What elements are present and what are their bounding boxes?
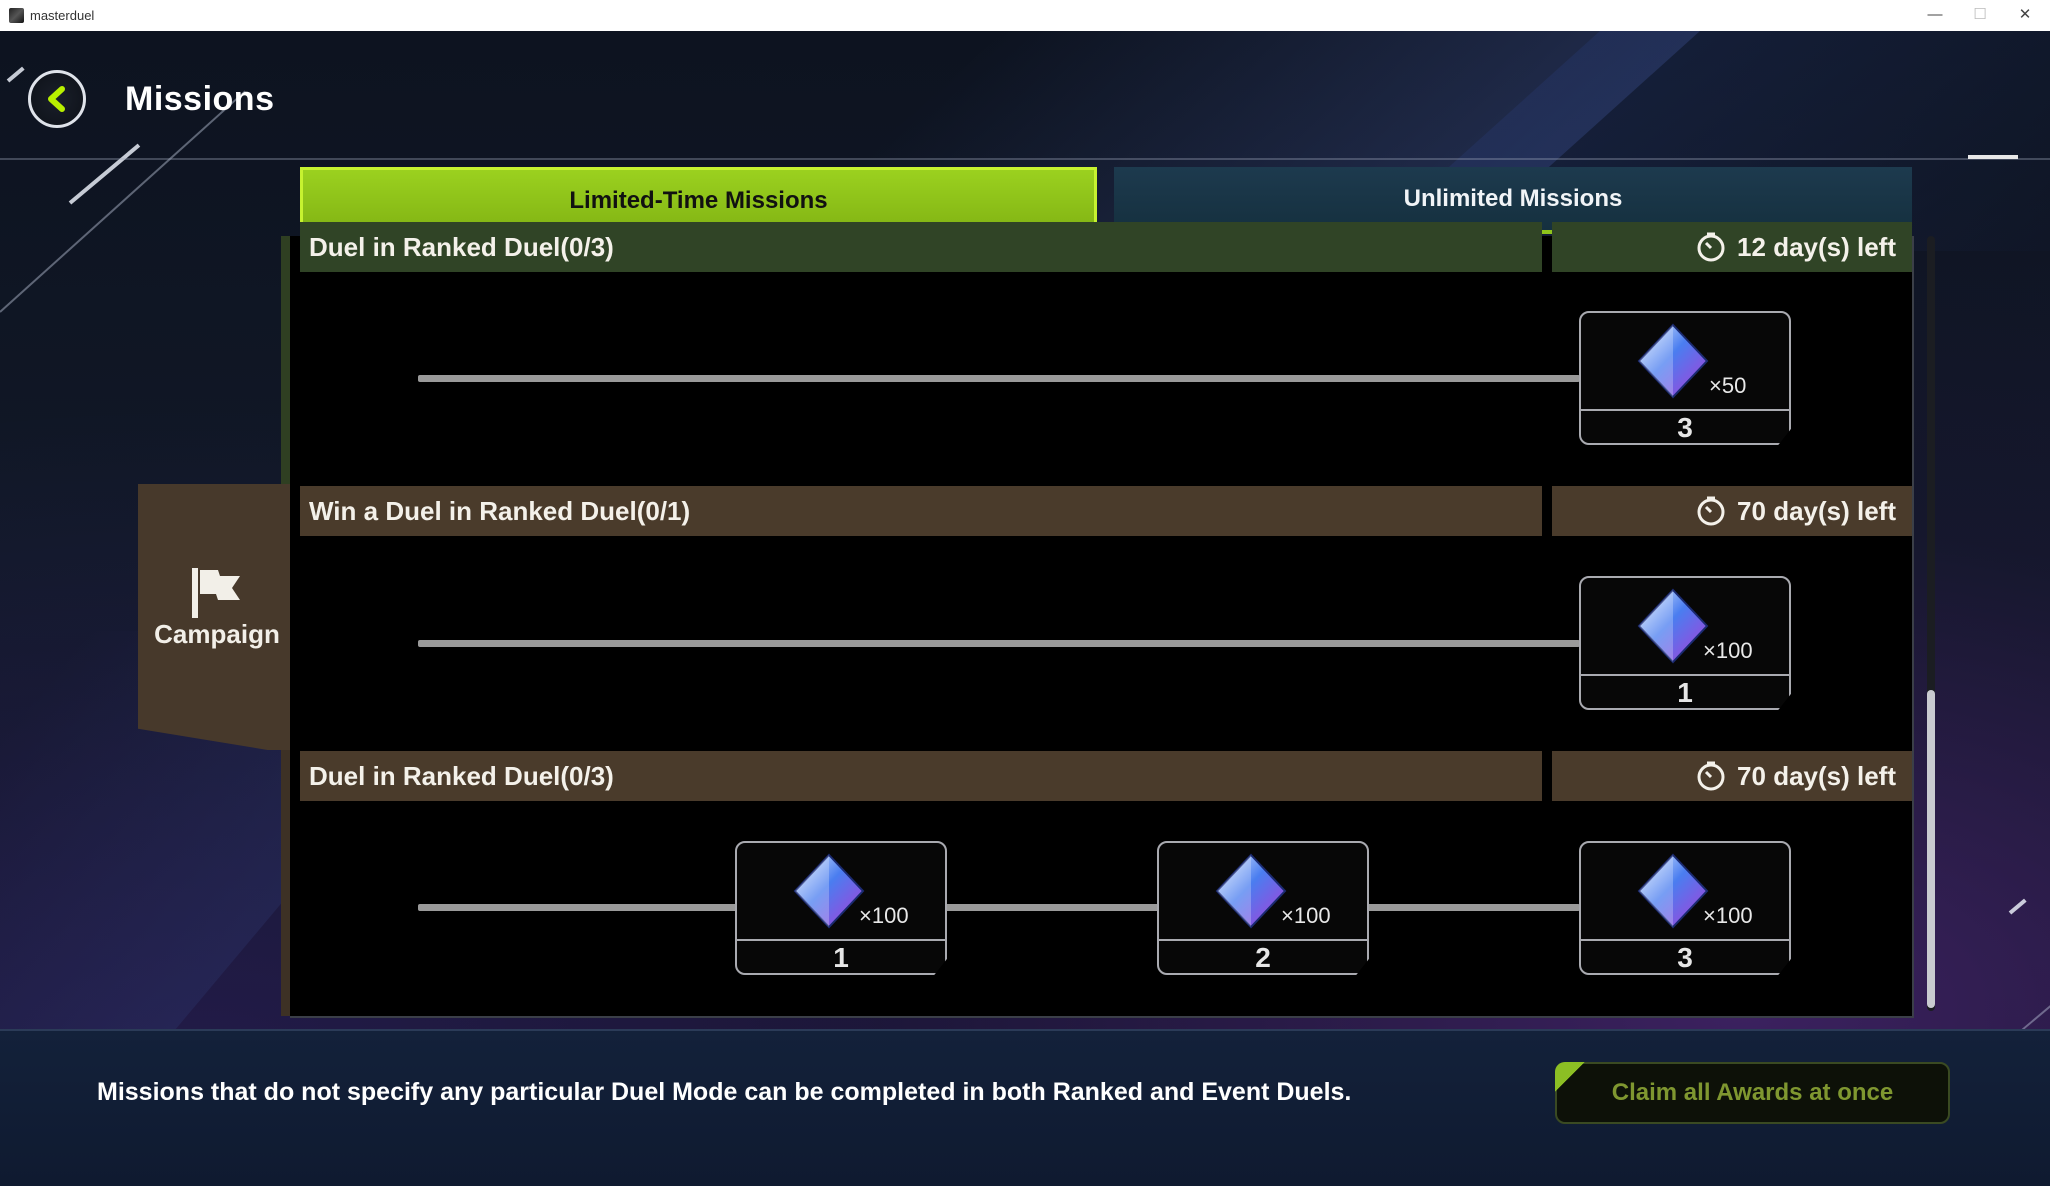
decor-line [6,66,25,83]
reward-divider [1581,939,1789,941]
scrollbar-thumb[interactable] [1927,690,1935,1008]
gem-icon [1637,853,1709,929]
window-titlebar: masterduel — ☐ ✕ [0,0,2050,32]
gem-icon [793,853,865,929]
reward-quantity: ×100 [859,903,909,928]
progress-track [418,640,1580,647]
reward-step: 1 [1677,677,1693,708]
back-button[interactable] [28,70,86,128]
reward-card[interactable]: ×100 3 [1579,841,1791,975]
reward-quantity: ×100 [1703,903,1753,928]
mission-time-left: 70 day(s) left [1552,486,1912,536]
reward-step: 3 [1677,942,1693,973]
claim-button-accent [1555,1062,1585,1092]
reward-card[interactable]: ×50 3 [1579,311,1791,445]
mission-title: Duel in Ranked Duel(0/3) [309,231,614,262]
category-rail [281,484,291,1016]
timer-icon [1697,496,1725,526]
mission-time-left: 12 day(s) left [1552,222,1912,272]
reward-card[interactable]: ×100 2 [1157,841,1369,975]
window-title: masterduel [30,8,95,23]
decor-line [2008,898,2027,915]
mission-header: Duel in Ranked Duel(0/3) [300,751,1542,801]
decor-line [0,90,246,313]
reward-step: 2 [1255,942,1271,973]
reward-quantity: ×50 [1709,373,1747,398]
mission-time-left: 70 day(s) left [1552,751,1912,801]
chevron-left-icon [48,86,65,112]
mission-title: Duel in Ranked Duel(0/3) [309,760,614,791]
reward-divider [737,939,945,941]
category-label: Campaign [154,619,280,649]
reward-card[interactable]: ×100 1 [1579,576,1791,710]
header-tick [1968,155,2018,159]
timer-icon [1697,232,1725,262]
reward-step: 3 [1677,412,1693,443]
reward-divider [1581,674,1789,676]
reward-divider [1159,939,1367,941]
progress-track [418,904,1580,911]
progress-track [418,375,1580,382]
mission-header: Duel in Ranked Duel(0/3) [300,222,1542,272]
page-title: Missions [125,80,275,118]
reward-card[interactable]: ×100 1 [735,841,947,975]
claim-all-awards-button[interactable]: Claim all Awards at once [1555,1062,1950,1124]
reward-quantity: ×100 [1703,638,1753,663]
time-left-text: 70 day(s) left [1737,495,1896,526]
gem-icon [1215,853,1287,929]
gem-icon [1637,588,1709,664]
minimize-button[interactable]: — [1927,6,1943,23]
reward-step: 1 [833,942,849,973]
gem-icon [1637,323,1709,399]
time-left-text: 12 day(s) left [1737,231,1896,262]
header-divider [0,158,2050,160]
reward-divider [1581,409,1789,411]
timer-icon [1697,761,1725,791]
footer-note: Missions that do not specify any particu… [97,1078,1352,1106]
app-icon [9,8,24,23]
mission-title: Win a Duel in Ranked Duel(0/1) [309,495,691,526]
category-rail [281,236,291,484]
close-button[interactable]: ✕ [2018,6,2032,23]
category-tab-campaign[interactable]: Campaign [138,484,296,750]
flag-icon [192,568,240,618]
time-left-text: 70 day(s) left [1737,760,1896,791]
reward-quantity: ×100 [1281,903,1331,928]
maximize-button[interactable]: ☐ [1973,6,1987,23]
scrollbar-track[interactable] [1927,236,1935,1011]
mission-header: Win a Duel in Ranked Duel(0/1) [300,486,1542,536]
